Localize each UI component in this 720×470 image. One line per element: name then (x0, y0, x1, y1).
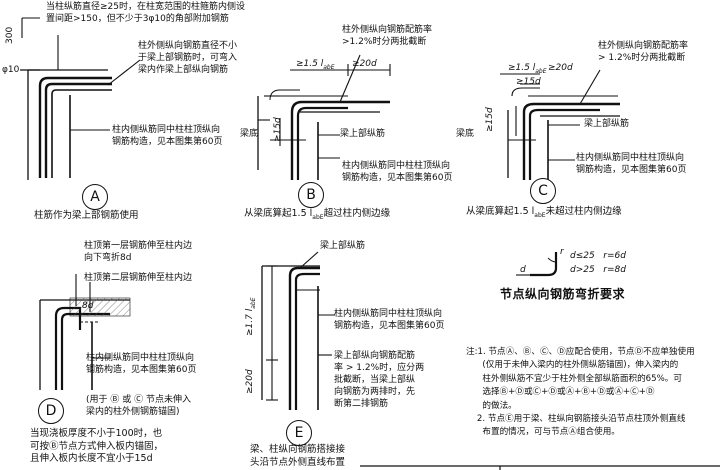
detail-a-drawing (20, 17, 141, 180)
bend-r-label: r (560, 247, 564, 257)
bend-d-label: d (520, 265, 526, 275)
c-beam-bar: 梁上部纵筋 (584, 119, 630, 129)
e-dim-17: ≥1.7 labE (245, 297, 257, 337)
d-note-use: (用于 Ⓑ 或 Ⓒ 节点未伸入 梁内的柱外侧钢筋锚固) (86, 395, 191, 417)
c-dim-laE: ≥1.5 labE (508, 63, 547, 75)
c-beam-label: 梁底 (456, 129, 475, 139)
d-note-top2: 柱顶第二层钢筋伸至柱内边 (84, 273, 193, 283)
a-note-right: 柱外侧纵向钢筋直径不小 于梁上部钢筋时，可弯入 梁内作梁上部纵向钢筋 (138, 41, 238, 75)
c-label: C (530, 178, 556, 204)
b-dim-20d: ≥20d (352, 59, 377, 69)
b-note-inner: 柱内侧纵筋同中柱柱顶纵向 钢筋构造，见本图集第60页 (342, 161, 453, 183)
notes: 注:1. 节点Ⓐ、Ⓑ、Ⓒ、Ⓓ应配合使用，节点Ⓓ不应单独使用 (仅用于未伸入梁内的… (466, 347, 695, 438)
d-dim-8d: 8d (82, 301, 94, 311)
b-beam-label: 梁底 (240, 129, 259, 139)
e-note-inner: 柱内侧纵筋同中柱柱顶纵向 钢筋构造，见本图集第60页 (334, 309, 445, 331)
e-label: E (286, 420, 312, 446)
detail-d-drawing (39, 274, 131, 390)
detail-c-drawing (500, 69, 620, 180)
c-dim-15d: ≥15d (485, 107, 495, 132)
d-label: D (38, 398, 64, 424)
d-caption: 当现浇板厚度不小于100时，也 可按Ⓑ节点方式伸入板内锚固， 且伸入板内长度不宜… (30, 428, 164, 464)
b-note-top: 柱外侧纵向钢筋配筋率 >1.2%时分两批截断 (342, 25, 433, 47)
bend-title: 节点纵向钢筋弯折要求 (500, 287, 626, 301)
detail-b-drawing (257, 54, 391, 180)
b-label: B (298, 182, 324, 208)
b-dim-15d: ≥15d (273, 117, 283, 142)
e-dim-20d: ≥20d (245, 369, 255, 394)
c-note-inner: 柱内侧纵筋同中柱柱顶纵向 钢筋构造，见本图集第60页 (576, 153, 687, 175)
a-dim-phi10: φ10 (2, 65, 20, 75)
e-note-right: 梁上部纵向钢筋配筋 率 > 1.2%时，应分两 批截断，当梁上部纵 向钢筋为两排… (334, 351, 425, 409)
c-dim-15d-top: ≥15d (516, 77, 541, 87)
b-beam-bar: 梁上部纵筋 (340, 129, 386, 139)
a-caption: 柱筋作为梁上部钢筋使用 (34, 210, 139, 221)
b-dim-laE: ≥1.5 labE (296, 59, 335, 71)
c-note-top: 柱外侧纵向钢筋配筋率 > 1.2%时分两批截断 (598, 41, 689, 63)
a-note-top: 当柱纵筋直径≥25时，在柱宽范围的柱箍筋内侧设 置间距>150，但不少于3φ10… (46, 2, 245, 24)
a-label: A (82, 184, 108, 210)
detail-e-drawing (261, 251, 335, 410)
a-note-inner: 柱内侧纵筋同中柱柱顶纵向 钢筋构造，见本图集第60页 (112, 125, 223, 147)
e-caption: 梁、柱纵向钢筋搭接接 头沿节点外侧直线布置 (250, 444, 346, 468)
bend-row2: d>25 r=8d (570, 265, 626, 275)
bend-diagram (516, 252, 558, 277)
d-note-inner: 柱内侧纵筋同中柱柱顶纵向 钢筋构造，见本图集第60页 (86, 353, 197, 375)
bend-row1: d≤25 r=6d (570, 251, 626, 261)
d-note-top1: 柱顶第一层钢筋伸至柱内边 向下弯折8d (84, 241, 193, 263)
c-dim-20d: ≥20d (548, 63, 573, 73)
e-beam-bar: 梁上部纵筋 (320, 241, 366, 251)
b-caption: 从梁底算起1.5 labE超过柱内侧边缘 (244, 208, 391, 221)
a-dim-300: 300 (5, 26, 15, 44)
c-caption: 从梁底算起1.5 labE未超过柱内侧边缘 (466, 206, 622, 219)
